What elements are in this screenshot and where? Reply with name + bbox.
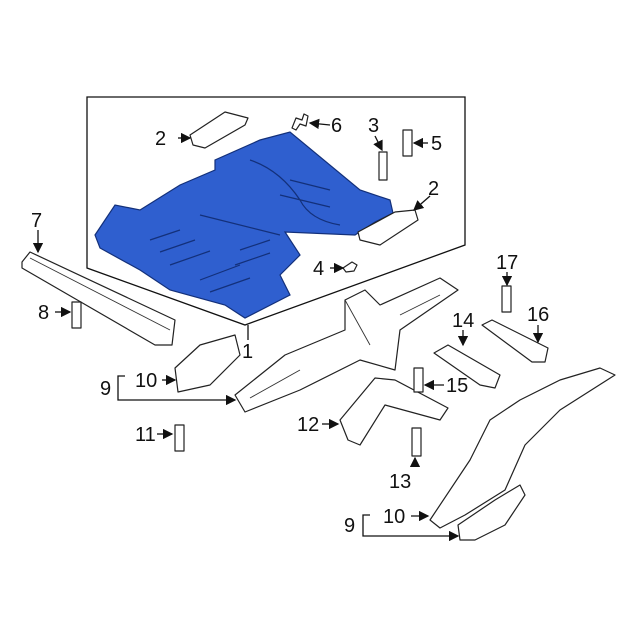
callout-16: 16 [527, 304, 549, 326]
stud-part-5[interactable] [402, 129, 413, 157]
bolt-part-17[interactable] [501, 285, 512, 313]
bracket-part-10-left[interactable] [174, 334, 241, 393]
floor-pan-shape [94, 131, 394, 319]
bolt-part-15[interactable] [413, 367, 424, 393]
callout-2-lower: 2 [428, 178, 439, 200]
floor-pan-part-1[interactable] [94, 131, 394, 319]
callout-13: 13 [389, 471, 411, 493]
callout-17: 17 [496, 252, 518, 274]
callout-11: 11 [135, 424, 156, 446]
callout-9-left: 9 [100, 378, 111, 400]
callout-4: 4 [313, 258, 324, 280]
callout-3: 3 [368, 115, 379, 137]
leader-lines [32, 118, 544, 542]
bracket-part-10-right[interactable] [457, 484, 526, 541]
callout-5: 5 [431, 133, 442, 155]
plate-part-4[interactable] [342, 261, 358, 273]
clip-part-6[interactable] [291, 113, 309, 131]
bracket-part-14[interactable] [433, 344, 501, 389]
callout-14: 14 [452, 310, 474, 332]
bolt-part-8[interactable] [71, 301, 82, 329]
bracket-part-16[interactable] [481, 319, 549, 363]
callout-8: 8 [38, 302, 49, 324]
callout-2-upper: 2 [155, 128, 166, 150]
callout-1: 1 [242, 341, 253, 363]
crossmember-part-12[interactable] [339, 377, 449, 446]
stud-part-3[interactable] [378, 151, 388, 181]
rail-part-7[interactable] [21, 251, 176, 346]
bracket-part-2-upper[interactable] [189, 111, 249, 149]
frame-rail-part-9-right[interactable] [429, 367, 616, 529]
callout-6: 6 [331, 115, 342, 137]
frame-rail-part-9-left[interactable] [234, 277, 459, 413]
callout-7: 7 [31, 210, 42, 232]
callout-10-right: 10 [383, 506, 405, 528]
bracket-part-2-lower[interactable] [357, 209, 419, 246]
callout-10-left: 10 [135, 370, 157, 392]
callout-9-right: 9 [344, 515, 355, 537]
bolt-part-11[interactable] [174, 424, 185, 452]
assembly-outline [86, 96, 466, 326]
callout-15: 15 [446, 375, 468, 397]
bolt-part-13[interactable] [411, 427, 422, 457]
callout-12: 12 [297, 414, 319, 436]
